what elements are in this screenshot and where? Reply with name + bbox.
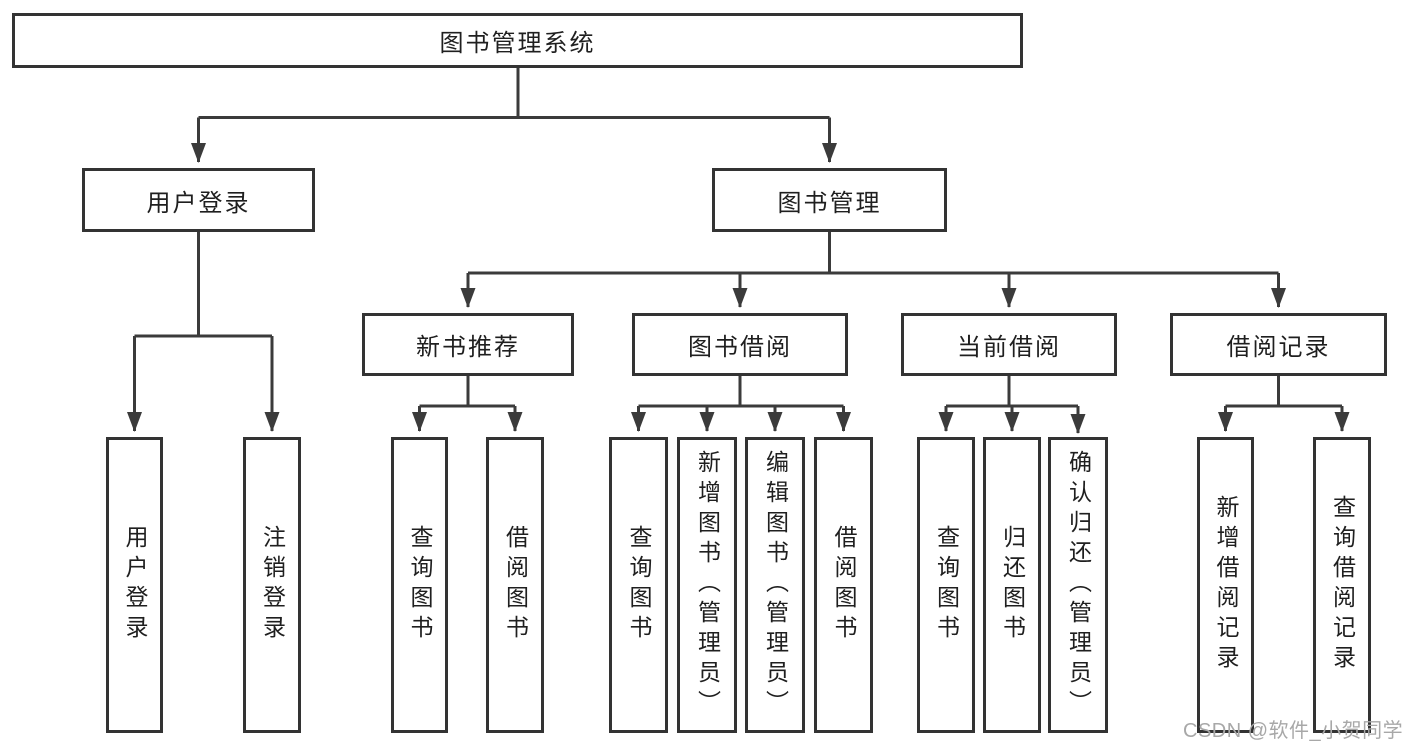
node-label: 用户登录 [146, 189, 251, 217]
branch-user-login [127, 232, 280, 432]
node-label: 查询图书 [626, 525, 652, 645]
node-return-books: 归还图书 [983, 437, 1041, 733]
node-book-borrowing: 图书借阅 [632, 313, 848, 376]
node-add-books-admin: 新增图书（管理员） [677, 437, 737, 733]
node-current-borrowing: 当前借阅 [901, 313, 1117, 376]
node-user-login-module: 用户登录 [82, 168, 315, 232]
watermark: CSDN @软件_小贺同学 [1183, 720, 1404, 742]
node-library-management-system: 图书管理系统 [12, 13, 1023, 68]
node-label: 新增图书（管理员） [694, 450, 721, 720]
node-label: 图书管理 [777, 189, 882, 217]
node-label: 用户登录 [122, 525, 148, 645]
node-label: 图书借阅 [688, 334, 792, 361]
node-query-borrow-record: 查询借阅记录 [1313, 437, 1371, 733]
node-query-books: 查询图书 [917, 437, 975, 733]
node-label: 借阅图书 [831, 525, 857, 645]
node-label: 新书推荐 [416, 334, 520, 361]
branch-current-borrow [938, 376, 1086, 434]
node-borrow-books: 借阅图书 [814, 437, 873, 733]
node-user-login: 用户登录 [106, 437, 163, 733]
branch-borrow-records [1218, 376, 1350, 432]
node-new-book-recommendation: 新书推荐 [362, 313, 574, 376]
node-edit-books-admin: 编辑图书（管理员） [745, 437, 805, 733]
node-add-borrow-record: 新增借阅记录 [1197, 437, 1254, 733]
node-label: 归还图书 [999, 525, 1026, 645]
node-label: 查询借阅记录 [1329, 495, 1356, 675]
node-borrowing-records: 借阅记录 [1170, 313, 1387, 376]
node-book-management-module: 图书管理 [712, 168, 947, 232]
node-label: 当前借阅 [957, 334, 1061, 361]
node-label: 新增借阅记录 [1213, 495, 1239, 675]
node-label: 查询图书 [933, 525, 960, 645]
node-label: 编辑图书（管理员） [762, 450, 789, 720]
branch-new-book-rec [412, 376, 523, 432]
node-logout: 注销登录 [243, 437, 301, 733]
node-label: 借阅图书 [502, 525, 529, 645]
node-query-books: 查询图书 [609, 437, 668, 733]
node-label: 图书管理系统 [439, 30, 596, 57]
branch-root [191, 68, 837, 163]
branch-book-borrow [631, 376, 851, 432]
node-label: 确认归还（管理员） [1065, 450, 1092, 720]
node-label: 注销登录 [259, 525, 286, 645]
branch-book-manage [460, 232, 1286, 308]
node-borrow-books: 借阅图书 [486, 437, 544, 733]
node-label: 查询图书 [407, 525, 433, 645]
node-query-books: 查询图书 [391, 437, 448, 733]
node-label: 借阅记录 [1226, 334, 1331, 361]
node-confirm-return-admin: 确认归还（管理员） [1048, 437, 1108, 733]
